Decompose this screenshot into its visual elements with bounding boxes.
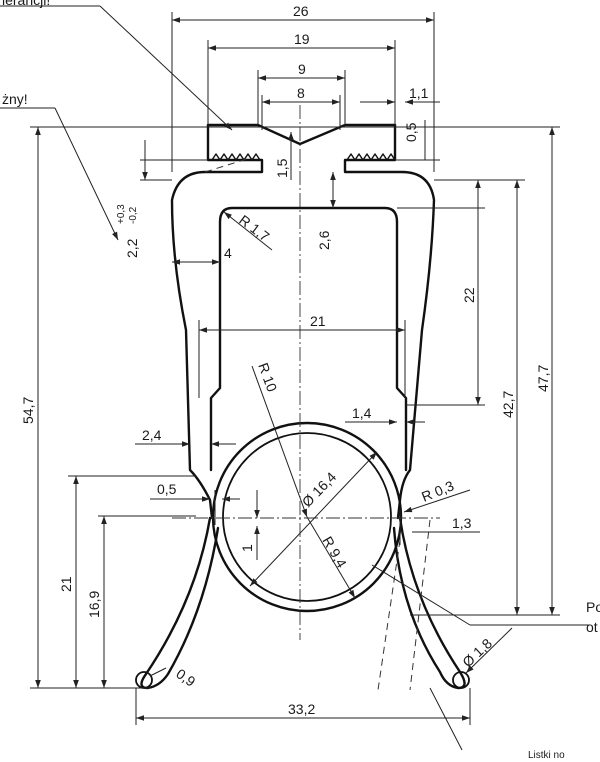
dim-47-7: 47,7 <box>535 365 551 392</box>
note-bottom-right: Listki no <box>528 750 565 761</box>
dim-1-5: 1,5 <box>274 158 290 178</box>
dim-radius-10: R 10 <box>255 361 280 394</box>
dim-width-26: 26 <box>293 3 309 19</box>
dim-radius-9-4: R 9,4 <box>319 534 350 571</box>
dim-2-4: 2,4 <box>142 427 162 443</box>
note-right-top: Po <box>586 599 600 615</box>
dim-0-9: 0,9 <box>173 665 198 689</box>
dim-width-21: 21 <box>310 313 326 329</box>
tolerance-upper: +0,3 <box>116 204 127 224</box>
note-right-bottom: ot <box>586 619 598 635</box>
dim-1-1: 1,1 <box>409 85 429 101</box>
dim-54-7: 54,7 <box>20 397 36 424</box>
note-left: żny! <box>2 91 28 107</box>
dim-width-33-2: 33,2 <box>288 701 315 717</box>
dim-0-5-mid: 0,5 <box>157 481 177 497</box>
dim-diameter-1-8: Ø 1,8 <box>459 635 495 670</box>
dim-2-6: 2,6 <box>316 230 332 250</box>
dim-42-7: 42,7 <box>500 391 516 418</box>
tolerance-lower: -0,2 <box>128 206 139 224</box>
dim-0-5-top: 0,5 <box>403 122 419 142</box>
dim-width-8: 8 <box>297 85 305 101</box>
dim-height-21: 21 <box>58 576 74 592</box>
dim-4: 4 <box>224 245 232 261</box>
dim-1: 1 <box>239 544 255 552</box>
dim-width-9: 9 <box>298 61 306 77</box>
dim-diameter-16-4: Ø 16,4 <box>299 469 340 511</box>
dim-1-3: 1,3 <box>452 515 472 531</box>
dim-height-16-9: 16,9 <box>86 591 102 618</box>
dimension-labels: 26 19 9 8 1,1 0,5 1,5 2,6 +0,3 -0,2 2,2 … <box>20 3 551 717</box>
dim-radius-1-7: R 1,7 <box>236 212 273 245</box>
dim-22: 22 <box>461 287 477 303</box>
profile-outline <box>135 123 470 690</box>
dim-width-19: 19 <box>294 31 310 47</box>
note-top-left: lerancji! <box>2 0 50 8</box>
dim-1-4: 1,4 <box>352 405 372 421</box>
dim-2-2: 2,2 <box>124 238 140 258</box>
dimension-lines <box>0 5 590 751</box>
